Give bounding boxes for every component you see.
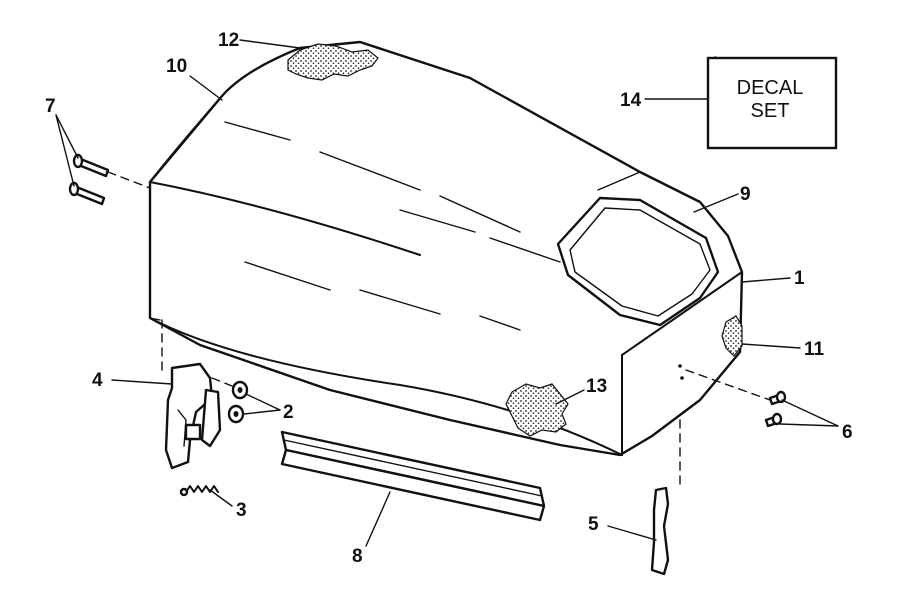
decal-patch-side <box>721 315 743 357</box>
callout-14: 14 <box>620 90 642 111</box>
decal-set-line2: SET <box>751 100 790 122</box>
callout-labels: 12 10 7 14 9 1 11 4 2 13 6 3 8 5 <box>45 30 853 567</box>
seal-strip <box>280 430 546 522</box>
callout-4: 4 <box>92 370 103 391</box>
callout-6: 6 <box>842 422 853 443</box>
washers <box>227 380 249 424</box>
spring <box>179 485 219 497</box>
screws-6 <box>685 369 787 428</box>
decal-patch-front <box>505 383 569 437</box>
callout-9: 9 <box>740 184 751 205</box>
callout-10: 10 <box>166 56 187 77</box>
callout-1: 1 <box>794 268 805 289</box>
callout-7: 7 <box>45 96 56 117</box>
callout-3: 3 <box>236 500 247 521</box>
callout-11: 11 <box>804 339 825 360</box>
screws-7 <box>68 153 151 206</box>
bracket <box>650 419 681 576</box>
decal-set-box: DECAL SET <box>706 56 838 150</box>
engine-cover <box>148 40 744 457</box>
callout-2: 2 <box>283 402 294 423</box>
callout-8: 8 <box>352 546 363 567</box>
decal-patch-top <box>287 43 379 81</box>
leader-lines <box>55 39 839 547</box>
decal-set-line1: DECAL <box>737 77 804 99</box>
latch-assembly <box>161 319 233 470</box>
callout-5: 5 <box>588 514 599 535</box>
callout-13: 13 <box>586 376 607 397</box>
callout-12: 12 <box>218 30 239 51</box>
